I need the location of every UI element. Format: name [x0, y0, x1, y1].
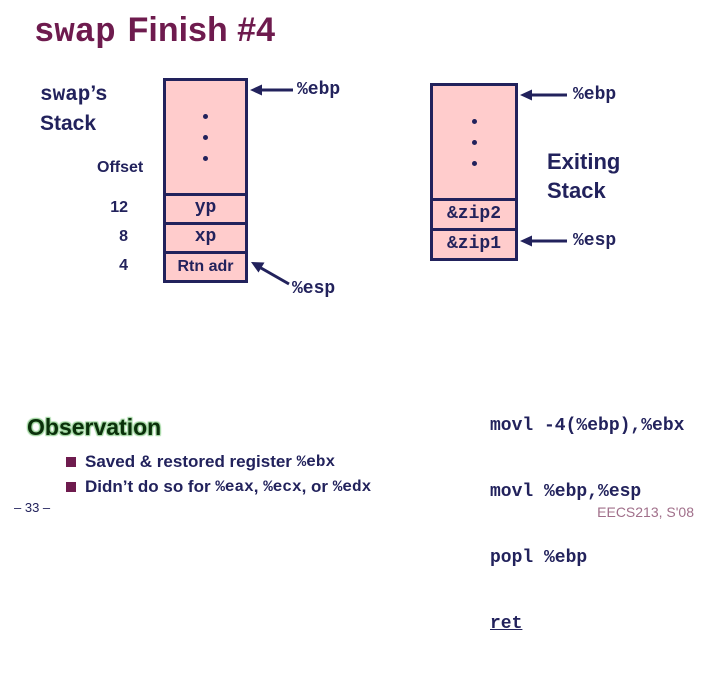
offset-value-12: 12 — [110, 199, 128, 216]
bullet-square-icon — [66, 457, 76, 467]
stack-cell-xp: xp — [166, 222, 245, 251]
left-stack-label: swap’s Stack — [40, 80, 107, 138]
ebp-arrow-right — [520, 89, 567, 101]
title-code-word: swap — [34, 14, 116, 52]
course-footer: EECS213, S'08 — [597, 504, 694, 520]
stack-cell-yp: yp — [166, 193, 245, 222]
code-line-2: movl %ebp,%esp — [490, 482, 642, 502]
code-line-1: movl -4(%ebp),%ebx — [490, 416, 685, 436]
ebp-arrow-left — [250, 84, 293, 96]
dot-icon — [203, 155, 208, 161]
dot-icon — [471, 160, 477, 166]
exiting-stack-caption: Exiting Stack — [547, 149, 621, 203]
stack-cell-zip1: &zip1 — [433, 228, 515, 258]
esp-arrow-right — [520, 235, 567, 247]
dot-icon — [203, 113, 208, 119]
vertical-ellipsis-icon — [433, 86, 515, 198]
page-title: swap Finish #4 — [34, 11, 275, 52]
slide-root: swap Finish #4 swap’s Stack Offset 12 8 4… — [14, 11, 694, 634]
title-text: Finish #4 — [127, 11, 275, 49]
ebp-register-label-left: %ebp — [297, 80, 341, 100]
bullet-item: Saved & restored register %ebx — [66, 452, 335, 472]
left-stack-label-line2: Stack — [40, 112, 97, 135]
code-line-ret: ret — [490, 614, 523, 634]
code-line-3: popl %ebp — [490, 548, 588, 568]
stack-cell-zip2: &zip2 — [433, 198, 515, 228]
stack-cell-rtn-adr: Rtn adr — [166, 251, 245, 280]
exiting-stack-diagram: &zip2 &zip1 — [430, 83, 518, 261]
assembly-code-block: movl -4(%ebp),%ebx movl %ebp,%esp popl %… — [490, 371, 684, 679]
dot-icon — [203, 134, 208, 140]
observation-heading: Observation — [27, 414, 162, 440]
bullet-item: Didn’t do so for %eax, %ecx, or %edx — [66, 477, 371, 497]
vertical-ellipsis-icon — [166, 81, 245, 193]
dot-icon — [471, 118, 477, 124]
dot-icon — [471, 139, 477, 145]
offset-value-4: 4 — [119, 257, 128, 274]
offset-value-8: 8 — [119, 228, 128, 245]
esp-register-label-right: %esp — [573, 231, 617, 251]
bullet-square-icon — [66, 482, 76, 492]
page-number: – 33 – — [14, 500, 51, 515]
left-stack-label-line1: swap’s — [40, 82, 108, 107]
offset-label: Offset — [97, 159, 144, 176]
esp-arrow-left — [251, 262, 290, 286]
swap-stack-diagram: yp xp Rtn adr — [163, 78, 248, 283]
esp-register-label-left: %esp — [292, 279, 336, 299]
ebp-register-label-right: %ebp — [573, 85, 617, 105]
